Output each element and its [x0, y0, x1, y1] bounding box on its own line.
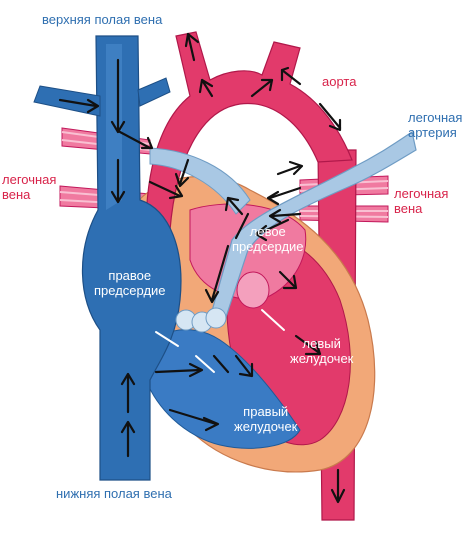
label-right-ventricle: правый желудочек — [234, 404, 297, 434]
label-pulmonary-vein-right-line1: легочная — [394, 186, 449, 201]
label-inferior-vena-cava: нижняя полая вена — [56, 486, 172, 501]
pulmonary-valve — [175, 307, 227, 333]
right-ventricle — [139, 329, 301, 449]
label-pulmonary-vein-left: легочная вена — [2, 172, 56, 202]
aortic-arch — [145, 31, 353, 231]
label-left-atrium: левое предсердие — [232, 224, 304, 254]
label-left-ventricle-line2: желудочек — [290, 351, 354, 366]
label-right-ventricle-line2: желудочек — [234, 419, 298, 434]
label-pulmonary-artery: легочная артерия — [408, 110, 462, 140]
white-flow-marks — [155, 309, 285, 373]
mitral-valve — [236, 271, 270, 309]
label-left-ventricle-line1: левый — [302, 336, 341, 351]
label-pulmonary-vein-left-line1: легочная — [2, 172, 57, 187]
label-right-atrium: правое предсердие — [94, 268, 166, 298]
label-pulmonary-artery-line1: легочная — [408, 110, 463, 125]
label-pulmonary-vein-left-line2: вена — [2, 187, 31, 202]
label-aorta: аорта — [322, 74, 357, 89]
label-pulmonary-artery-line2: артерия — [408, 125, 457, 140]
label-right-atrium-line2: предсердие — [94, 283, 166, 298]
label-superior-vena-cava: верхняя полая вена — [42, 12, 163, 27]
label-left-atrium-line2: предсердие — [232, 239, 304, 254]
label-left-ventricle: левый желудочек — [290, 336, 353, 366]
label-pulmonary-vein-right: легочная вена — [394, 186, 448, 216]
label-pulmonary-vein-right-line2: вена — [394, 201, 423, 216]
label-left-atrium-line1: левое — [249, 224, 286, 239]
flow-arrows — [58, 32, 346, 504]
label-right-ventricle-line1: правый — [243, 404, 289, 419]
label-right-atrium-line1: правое — [108, 268, 152, 283]
